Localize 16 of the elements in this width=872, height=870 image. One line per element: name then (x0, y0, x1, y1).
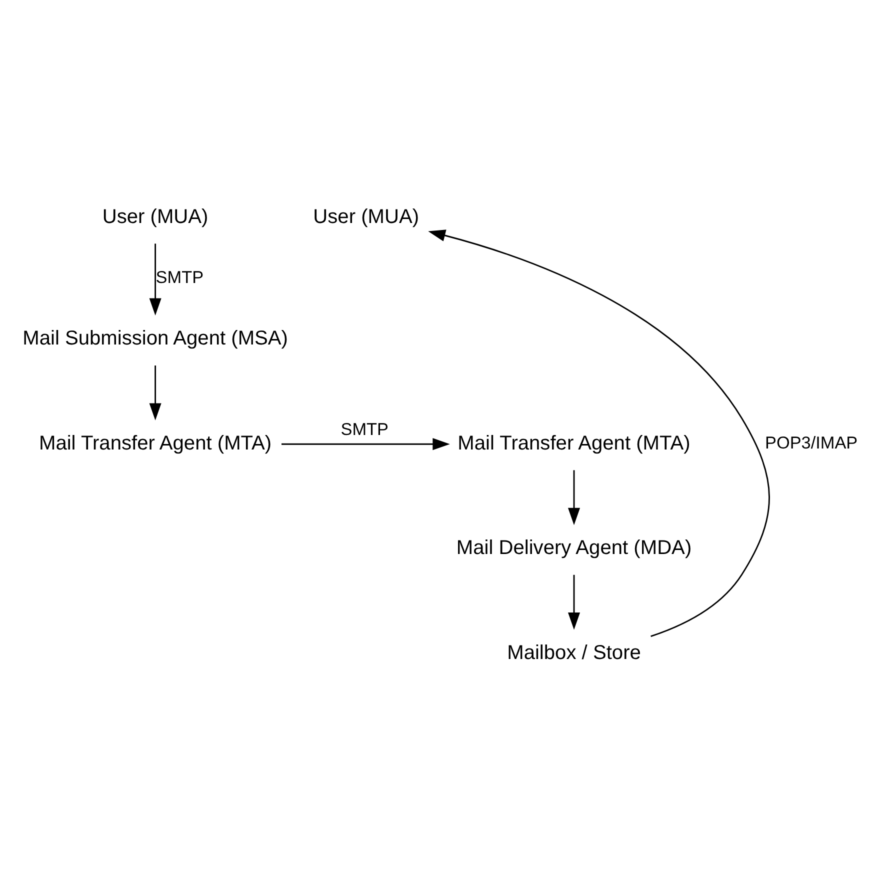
arrow (149, 365, 162, 420)
edge-label: SMTP (156, 266, 204, 286)
arrow (149, 243, 162, 316)
edge-label: POP3/IMAP (764, 432, 858, 452)
arrow (568, 470, 580, 525)
node-text: User (MUA) (313, 205, 420, 228)
node-text: Mail Transfer Agent (MTA) (458, 432, 690, 454)
node-text: Mail Transfer Agent (MTA) (38, 432, 272, 454)
node-text: Mailbox / Store (507, 641, 641, 664)
arrow (282, 438, 450, 450)
node-text: Mail Delivery Agent (MDA) (456, 536, 692, 559)
edge-label: SMTP (340, 418, 389, 438)
arrow (428, 229, 770, 636)
node-text: Mail Submission Agent (MSA) (22, 327, 288, 350)
arrow (568, 574, 580, 630)
node-text: User (MUA) (102, 205, 208, 228)
